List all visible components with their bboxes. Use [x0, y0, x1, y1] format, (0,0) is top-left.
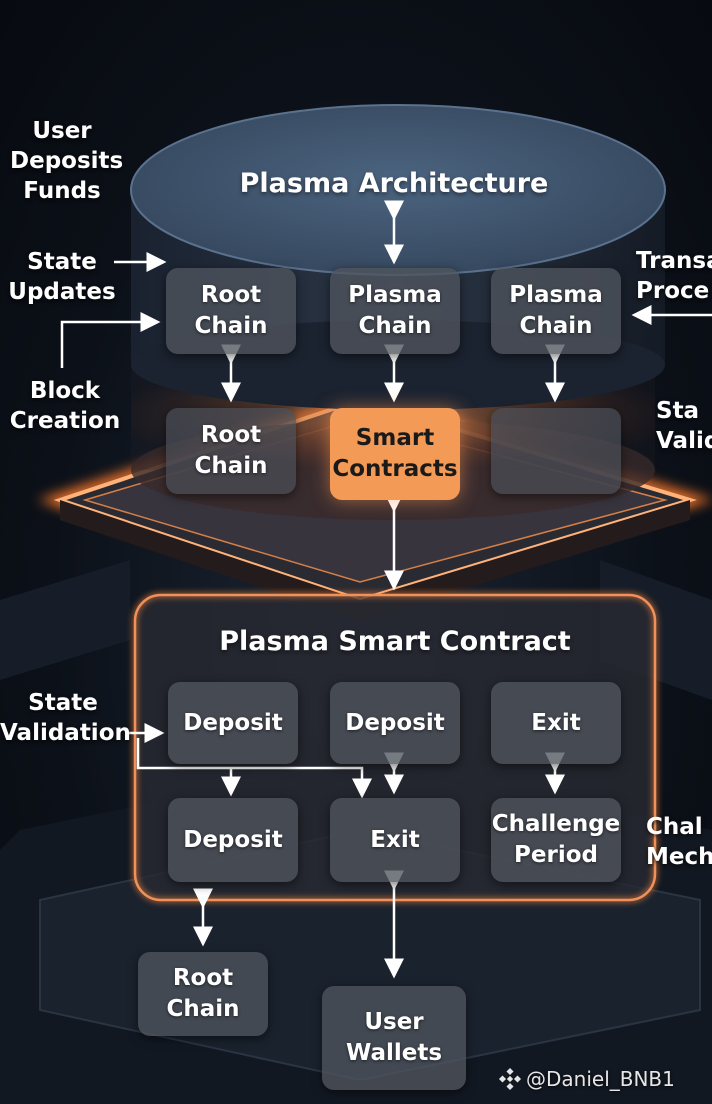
- arrow-block-creation: [60, 312, 161, 368]
- binance-logo-icon: [498, 1067, 522, 1091]
- transaction-processing-label: Transa Proce: [636, 248, 712, 304]
- block-creation-label: Block Creation: [9, 378, 121, 434]
- contract-panel-title: Plasma Smart Contract: [219, 626, 571, 657]
- middle-empty-box: [491, 408, 621, 494]
- user-wallets-box: User Wallets: [322, 986, 466, 1090]
- challenge-mechanism-label: Chal Mech: [646, 814, 712, 870]
- contract-exit-box-1: Exit: [491, 682, 621, 764]
- upper-plasma-chain-box: Plasma Chain: [330, 268, 460, 354]
- state-validation-left-label: State Validation: [0, 690, 131, 746]
- arrow-deposit-branch: [136, 738, 372, 799]
- bottom-root-chain-box: Root Chain: [138, 952, 268, 1036]
- contract-deposit-box-1: Deposit: [168, 682, 298, 764]
- contract-deposit-box-2: Deposit: [330, 682, 460, 764]
- smart-contracts-box: Smart Contracts: [330, 408, 460, 500]
- upper-plasma-chain-right-box: Plasma Chain: [491, 268, 621, 354]
- architecture-title: Plasma Architecture: [239, 168, 549, 199]
- state-updates-label: State Updates: [8, 249, 116, 305]
- watermark: @Daniel_BNB1: [498, 1064, 712, 1094]
- watermark-handle: @Daniel_BNB1: [526, 1067, 675, 1091]
- middle-root-chain-box: Root Chain: [166, 408, 296, 494]
- challenge-period-box: Challenge Period: [491, 798, 621, 882]
- contract-exit-box-2: Exit: [330, 798, 460, 882]
- user-deposits-label: User Deposits Funds: [10, 118, 124, 204]
- upper-root-chain-box: Root Chain: [166, 268, 296, 354]
- contract-deposit-box-3: Deposit: [168, 798, 298, 882]
- state-validation-right-label: Sta Valid: [656, 398, 712, 454]
